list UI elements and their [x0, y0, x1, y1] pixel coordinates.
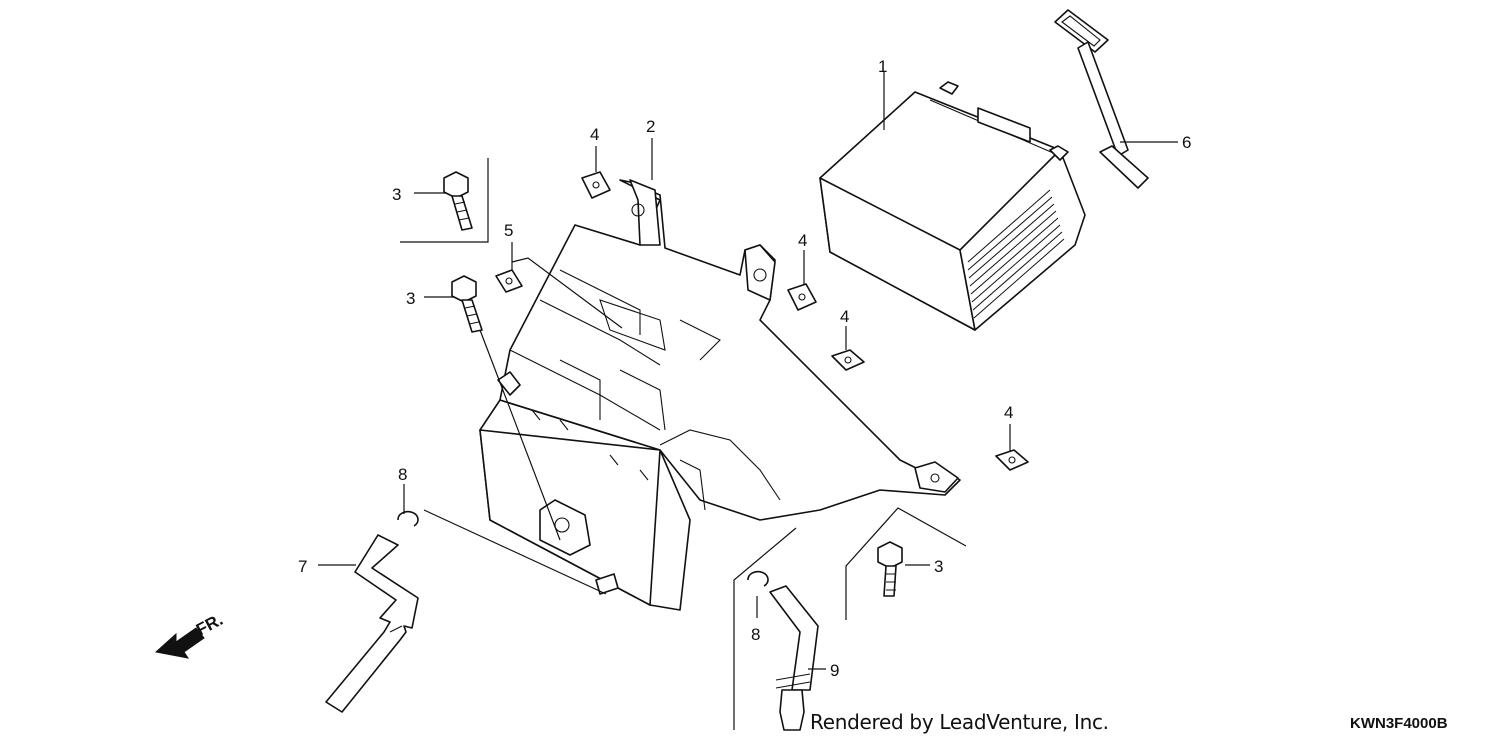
diagram-code: KWN3F4000B	[1350, 715, 1448, 732]
battery	[819, 81, 1086, 331]
callout-clip-right: 8	[751, 625, 760, 644]
callout-nut-top-center: 4	[590, 125, 599, 144]
breather-tube-right	[769, 585, 819, 731]
callout-battery: 1	[878, 57, 887, 76]
clip-left	[397, 510, 419, 527]
breather-tube-left	[325, 534, 419, 713]
front-direction-arrow: FR.	[154, 610, 226, 659]
bolt-mid-left	[451, 275, 483, 333]
callout-battery-band: 6	[1182, 133, 1191, 152]
callout-nut-right-lower: 4	[1004, 403, 1013, 422]
callout-bolt-mid-left: 3	[406, 289, 415, 308]
clip-right	[747, 570, 769, 587]
callout-battery-box: 2	[646, 117, 655, 136]
callout-breather-tube-left: 7	[298, 557, 307, 576]
nut-top-center	[581, 171, 611, 199]
callout-breather-tube-right: 9	[830, 661, 839, 680]
nut-left	[495, 269, 523, 293]
callout-bolt-right: 3	[934, 557, 943, 576]
callout-labels: 1 2 3 3 3 4 4 4 4 5 6 7 8 8 9	[298, 57, 1191, 680]
bolt-upper-left	[443, 171, 473, 231]
nut-right-mid	[831, 349, 865, 371]
rendered-by-credit: Rendered by LeadVenture, Inc.	[810, 710, 1109, 734]
callout-bolt-upper-left: 3	[392, 185, 401, 204]
nut-right-upper	[787, 283, 817, 311]
battery-band	[1054, 9, 1149, 189]
battery-box	[479, 179, 961, 611]
box-drain-fitting	[595, 573, 619, 595]
callout-nut-left: 5	[504, 221, 513, 240]
nut-right-lower	[995, 449, 1029, 471]
callout-nut-right-mid: 4	[840, 307, 849, 326]
leader-lines	[318, 72, 1178, 730]
bolt-right	[877, 541, 903, 597]
callout-clip-left: 8	[398, 465, 407, 484]
callout-nut-right-upper: 4	[798, 231, 807, 250]
